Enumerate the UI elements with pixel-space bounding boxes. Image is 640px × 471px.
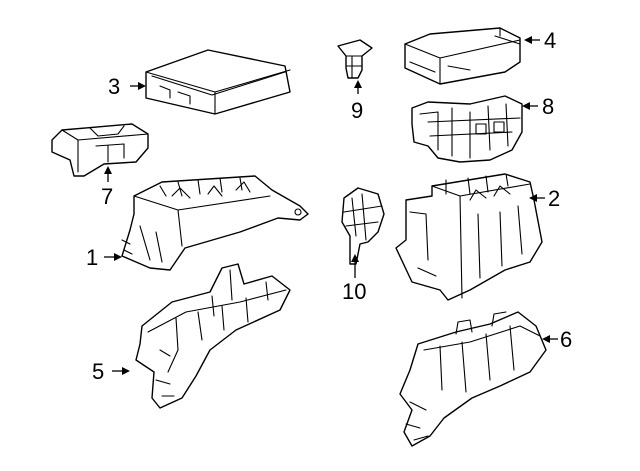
part-6-lower-bracket[interactable]	[399, 311, 547, 447]
callout-1: 1	[86, 245, 98, 270]
callout-3: 3	[108, 74, 120, 99]
callout-leaders	[104, 36, 558, 375]
part-1-junction-block[interactable]	[121, 175, 309, 271]
callout-6: 6	[560, 327, 572, 352]
callout-2: 2	[548, 186, 560, 211]
callout-9: 9	[351, 98, 363, 123]
part-8-holder[interactable]	[411, 95, 523, 163]
part-10-connector[interactable]	[341, 187, 385, 265]
callout-8: 8	[542, 94, 554, 119]
part-2-relay-block[interactable]	[395, 173, 543, 301]
part-7-relay-block[interactable]	[51, 123, 149, 177]
part-9-connector[interactable]	[337, 39, 373, 79]
callout-5: 5	[92, 359, 104, 384]
callout-labels: 1 2 3 4 5 6 7 8 9 10	[86, 28, 572, 384]
callout-10: 10	[342, 279, 366, 304]
part-5-lower-bracket[interactable]	[135, 263, 291, 409]
callout-4: 4	[544, 28, 556, 53]
part-3-cover[interactable]	[145, 49, 291, 115]
part-4-cover[interactable]	[404, 27, 521, 85]
callout-7: 7	[101, 184, 113, 209]
